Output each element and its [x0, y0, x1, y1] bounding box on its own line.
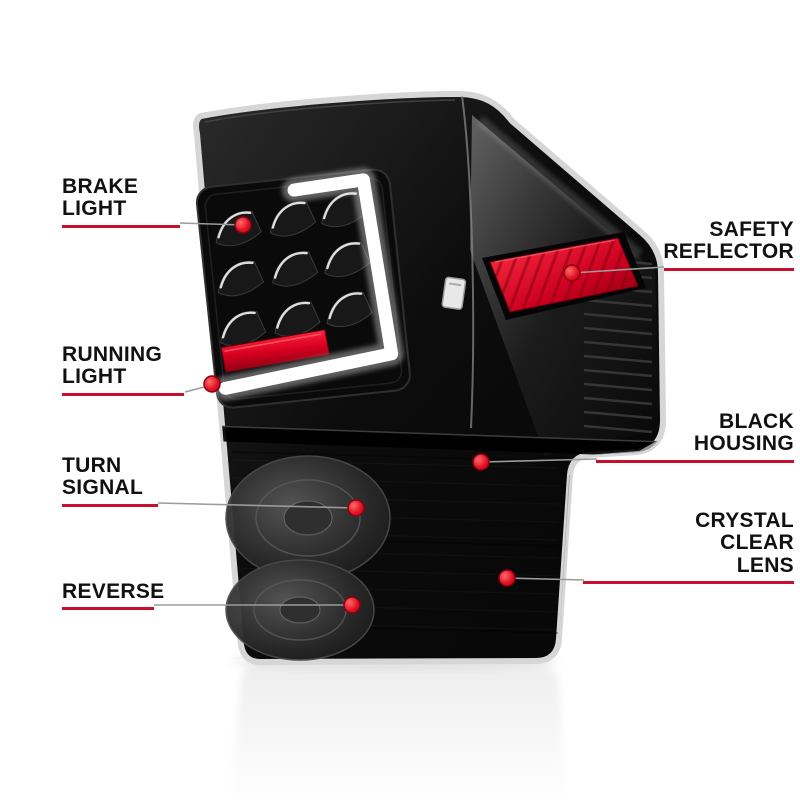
callout-underline [583, 581, 794, 585]
callout-black-housing: BLACK HOUSING [596, 410, 794, 463]
callout-underline [664, 267, 794, 271]
running-light-bar [213, 167, 404, 401]
leader-lines [154, 222, 665, 606]
lens-edge-chrome [461, 95, 475, 429]
callout-label-black-housing: BLACK HOUSING [693, 410, 794, 456]
callout-label-running-light: RUNNING LIGHT [62, 343, 163, 389]
leader-crystal-clear-lens [506, 577, 585, 581]
dot-running-light [203, 375, 221, 393]
red-reflector-strip [220, 329, 330, 373]
reverse-lens [225, 559, 375, 661]
dot-turn-signal [347, 499, 365, 517]
callout-brake-light: BRAKE LIGHT [62, 175, 180, 228]
callout-label-brake-light: BRAKE LIGHT [62, 175, 139, 221]
callout-underline [62, 392, 184, 396]
dot-crystal-clear-lens [498, 569, 516, 587]
housing-divider [209, 425, 664, 457]
dot-safety-reflector [563, 264, 581, 282]
callout-underline [62, 503, 158, 507]
brake-light-led-panel [195, 167, 411, 409]
callout-reverse: REVERSE [62, 580, 165, 611]
leader-brake-light [179, 222, 244, 226]
callout-underline [62, 224, 180, 228]
leader-black-housing [480, 458, 598, 463]
callout-safety-reflector: SAFETY REFLECTOR [663, 218, 794, 271]
callout-dots [203, 216, 581, 614]
callout-crystal-clear-lens: CRYSTAL CLEAR LENS [583, 509, 794, 585]
wiring-connector [441, 276, 467, 310]
leader-safety-reflector [571, 266, 665, 274]
reflection [0, 654, 800, 800]
dot-brake-light [234, 216, 252, 234]
dot-black-housing [472, 453, 490, 471]
callout-underline [62, 607, 154, 611]
dot-reverse [343, 596, 361, 614]
callout-turn-signal: TURN SIGNAL [62, 454, 158, 507]
callout-label-crystal-clear-lens: CRYSTAL CLEAR LENS [695, 509, 794, 577]
callout-label-reverse: REVERSE [62, 580, 165, 603]
callout-label-turn-signal: TURN SIGNAL [62, 454, 144, 500]
callout-underline [596, 459, 794, 463]
callout-label-safety-reflector: SAFETY REFLECTOR [663, 218, 794, 264]
callout-running-light: RUNNING LIGHT [62, 343, 184, 396]
leader-turn-signal [157, 502, 357, 509]
